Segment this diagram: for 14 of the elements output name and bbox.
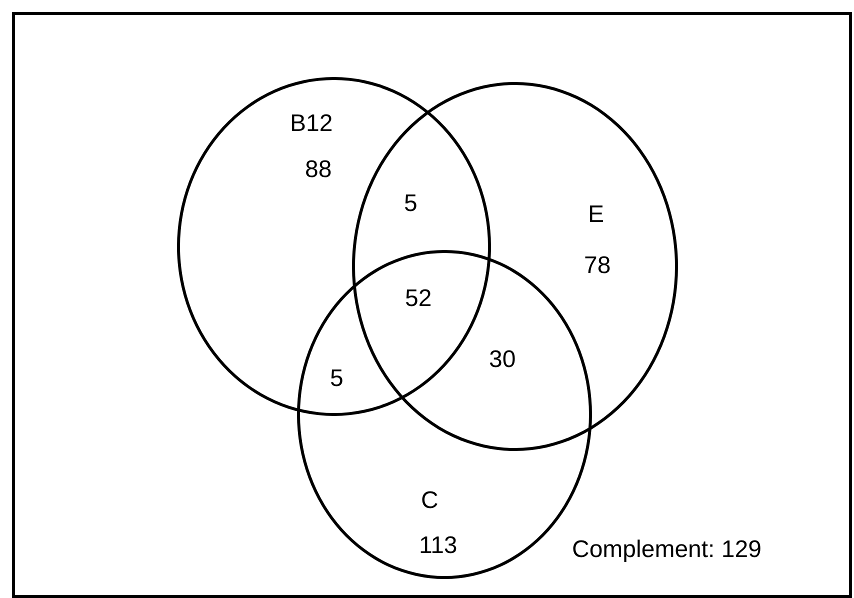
complement-label: Complement: 129 (572, 538, 762, 562)
count-label: 88 (305, 158, 332, 182)
region-count: 5 (404, 192, 418, 216)
set-label: E (588, 203, 604, 227)
set-label: C (421, 489, 438, 513)
universe-frame (12, 12, 852, 598)
region-count: 52 (405, 287, 432, 311)
count-label: 78 (584, 254, 611, 278)
region-count: 5 (330, 367, 344, 391)
region-count: 30 (489, 348, 516, 372)
set-label: B12 (290, 112, 333, 136)
set-circle (352, 82, 678, 451)
count-label: 113 (419, 534, 458, 558)
set-circle (177, 77, 491, 416)
